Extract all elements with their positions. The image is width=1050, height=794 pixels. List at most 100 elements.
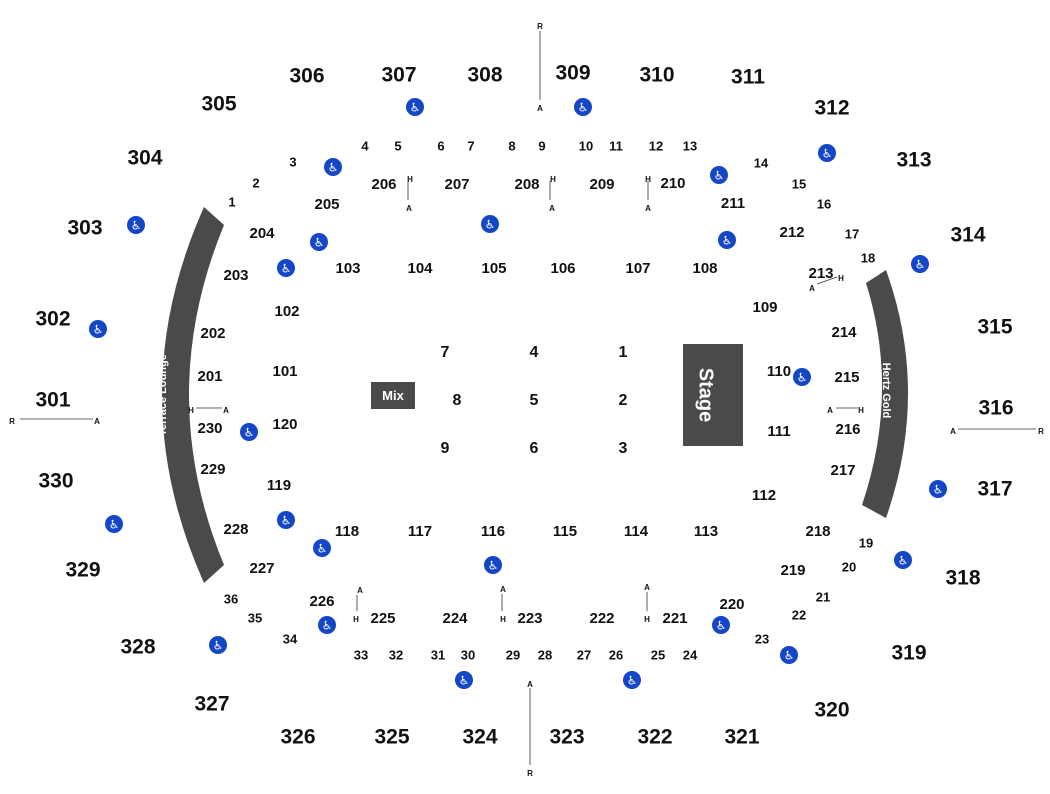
section-305[interactable]: 305 xyxy=(201,93,236,116)
section-219[interactable]: 219 xyxy=(780,562,805,579)
section-116[interactable]: 116 xyxy=(481,523,505,540)
section-230[interactable]: 230 xyxy=(197,420,222,437)
section-316[interactable]: 316 xyxy=(978,397,1013,420)
section-320[interactable]: 320 xyxy=(814,699,849,722)
section-323[interactable]: 323 xyxy=(549,726,584,749)
aisle-letter: A xyxy=(357,586,363,595)
section-209[interactable]: 209 xyxy=(589,176,614,193)
section-304[interactable]: 304 xyxy=(127,147,162,170)
section-228[interactable]: 228 xyxy=(223,521,248,538)
mix-position[interactable]: Mix xyxy=(371,382,415,409)
section-111[interactable]: 111 xyxy=(767,423,790,440)
section-327[interactable]: 327 xyxy=(194,693,229,716)
section-205[interactable]: 205 xyxy=(314,196,339,213)
section-207[interactable]: 207 xyxy=(444,176,469,193)
section-110[interactable]: 110 xyxy=(767,363,791,380)
section-306[interactable]: 306 xyxy=(289,65,324,88)
section-312[interactable]: 312 xyxy=(814,97,849,120)
section-222[interactable]: 222 xyxy=(589,610,614,627)
section-119[interactable]: 119 xyxy=(267,477,291,494)
section-218[interactable]: 218 xyxy=(805,523,830,540)
section-310[interactable]: 310 xyxy=(639,64,674,87)
section-113[interactable]: 113 xyxy=(694,523,718,540)
section-317[interactable]: 317 xyxy=(977,478,1012,501)
section-208[interactable]: 208 xyxy=(514,176,539,193)
section-307[interactable]: 307 xyxy=(381,64,416,87)
section-213[interactable]: 213 xyxy=(808,265,833,282)
section-319[interactable]: 319 xyxy=(891,642,926,665)
section-329[interactable]: 329 xyxy=(65,559,100,582)
hertz-gold-terrace-lounge[interactable]: Hertz Gold Terrace Lounge xyxy=(862,270,908,518)
section-206[interactable]: 206 xyxy=(371,176,396,193)
section-223[interactable]: 223 xyxy=(517,610,542,627)
section-106[interactable]: 106 xyxy=(550,260,575,277)
section-108[interactable]: 108 xyxy=(692,260,717,277)
section-102[interactable]: 102 xyxy=(274,303,299,320)
section-105[interactable]: 105 xyxy=(481,260,506,277)
aisle-letter: H xyxy=(407,175,413,184)
aisle-letter: H xyxy=(550,175,556,184)
section-112[interactable]: 112 xyxy=(752,487,776,504)
floor-section-6[interactable]: 6 xyxy=(530,440,539,457)
section-311[interactable]: 311 xyxy=(731,66,765,89)
floor-section-2[interactable]: 2 xyxy=(619,392,628,409)
section-308[interactable]: 308 xyxy=(467,64,502,87)
section-309[interactable]: 309 xyxy=(555,62,590,85)
section-301[interactable]: 301 xyxy=(35,389,70,412)
section-326[interactable]: 326 xyxy=(280,726,315,749)
section-318[interactable]: 318 xyxy=(945,567,980,590)
section-101[interactable]: 101 xyxy=(272,363,297,380)
section-325[interactable]: 325 xyxy=(374,726,409,749)
section-302[interactable]: 302 xyxy=(35,308,70,331)
section-212[interactable]: 212 xyxy=(779,224,804,241)
section-314[interactable]: 314 xyxy=(950,224,985,247)
section-211[interactable]: 211 xyxy=(721,195,745,212)
svg-text:♿: ♿ xyxy=(627,674,638,688)
section-114[interactable]: 114 xyxy=(624,523,649,540)
section-221[interactable]: 221 xyxy=(662,610,687,627)
section-104[interactable]: 104 xyxy=(407,260,433,277)
row-label-4: 4 xyxy=(361,138,369,153)
section-201[interactable]: 201 xyxy=(197,368,222,385)
stage[interactable]: Stage xyxy=(683,344,743,446)
section-203[interactable]: 203 xyxy=(223,267,248,284)
section-321[interactable]: 321 xyxy=(724,726,759,749)
floor-section-1[interactable]: 1 xyxy=(619,344,628,361)
section-210[interactable]: 210 xyxy=(660,175,685,192)
section-214[interactable]: 214 xyxy=(831,324,857,341)
section-315[interactable]: 315 xyxy=(977,316,1012,339)
section-313[interactable]: 313 xyxy=(896,149,931,172)
section-202[interactable]: 202 xyxy=(200,325,225,342)
section-224[interactable]: 224 xyxy=(442,610,468,627)
section-118[interactable]: 118 xyxy=(335,523,359,540)
section-120[interactable]: 120 xyxy=(272,416,297,433)
section-220[interactable]: 220 xyxy=(719,596,744,613)
section-328[interactable]: 328 xyxy=(120,636,155,659)
riverwind-casino-terrace-lounge[interactable]: Riverwind Casino Terrace Lounge xyxy=(144,207,224,583)
section-330[interactable]: 330 xyxy=(38,470,73,493)
section-303[interactable]: 303 xyxy=(67,217,102,240)
section-115[interactable]: 115 xyxy=(553,523,577,540)
section-103[interactable]: 103 xyxy=(335,260,360,277)
section-117[interactable]: 117 xyxy=(408,523,432,540)
floor-section-4[interactable]: 4 xyxy=(530,344,539,361)
section-216[interactable]: 216 xyxy=(835,421,860,438)
section-217[interactable]: 217 xyxy=(830,462,855,479)
section-107[interactable]: 107 xyxy=(625,260,650,277)
floor-section-5[interactable]: 5 xyxy=(530,392,539,409)
floor-section-8[interactable]: 8 xyxy=(453,392,462,409)
section-227[interactable]: 227 xyxy=(249,560,274,577)
section-322[interactable]: 322 xyxy=(637,726,672,749)
section-204[interactable]: 204 xyxy=(249,225,275,242)
floor-section-9[interactable]: 9 xyxy=(441,440,450,457)
section-109[interactable]: 109 xyxy=(752,299,777,316)
floor-section-3[interactable]: 3 xyxy=(619,440,628,457)
section-229[interactable]: 229 xyxy=(200,461,225,478)
section-226[interactable]: 226 xyxy=(309,593,334,610)
row-label-30: 30 xyxy=(461,647,475,662)
floor-section-7[interactable]: 7 xyxy=(441,344,450,361)
section-225[interactable]: 225 xyxy=(370,610,395,627)
section-215[interactable]: 215 xyxy=(834,369,859,386)
wheelchair-accessible-icon: ♿ xyxy=(313,539,331,557)
section-324[interactable]: 324 xyxy=(462,726,497,749)
